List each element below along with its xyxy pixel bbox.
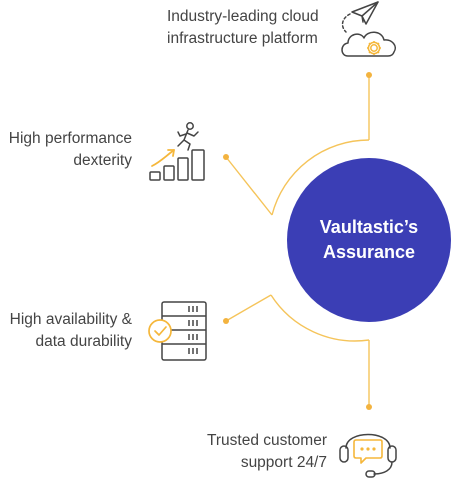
label-support-line1: Trusted customer bbox=[206, 432, 327, 449]
connector-dot-bottom bbox=[366, 404, 372, 410]
label-cloud-line2: infrastructure platform bbox=[167, 30, 318, 47]
label-performance-line2: dexterity bbox=[73, 152, 132, 169]
connector-line-left-lower bbox=[225, 294, 272, 322]
connector-dot-left-lower bbox=[223, 318, 229, 324]
center-circle: Vaultastic’s Assurance bbox=[287, 158, 451, 322]
label-availability-line2: data durability bbox=[35, 333, 132, 350]
label-availability: High availability & data durability bbox=[10, 309, 132, 353]
connector-dot-left-upper bbox=[223, 154, 229, 160]
label-performance: High performance dexterity bbox=[9, 128, 132, 172]
climbing-steps-icon bbox=[149, 122, 205, 181]
headset-chat-icon bbox=[339, 433, 397, 478]
connector-dot-top bbox=[366, 72, 372, 78]
center-title-line1: Vaultastic’s bbox=[319, 217, 419, 237]
connector-line-left-upper bbox=[225, 156, 273, 216]
label-cloud-platform: Industry-leading cloud infrastructure pl… bbox=[167, 6, 319, 50]
connector-arc-top bbox=[271, 139, 370, 216]
label-support-line2: support 24/7 bbox=[240, 454, 327, 471]
label-cloud-line1: Industry-leading cloud bbox=[167, 8, 319, 25]
connector-arc-bottom bbox=[270, 294, 370, 342]
cloud-gear-icon bbox=[341, 1, 396, 57]
server-check-icon bbox=[148, 301, 207, 361]
center-title-line2: Assurance bbox=[322, 242, 416, 262]
label-availability-line1: High availability & bbox=[9, 311, 132, 328]
label-performance-line1: High performance bbox=[8, 130, 132, 147]
label-support: Trusted customer support 24/7 bbox=[207, 430, 327, 474]
